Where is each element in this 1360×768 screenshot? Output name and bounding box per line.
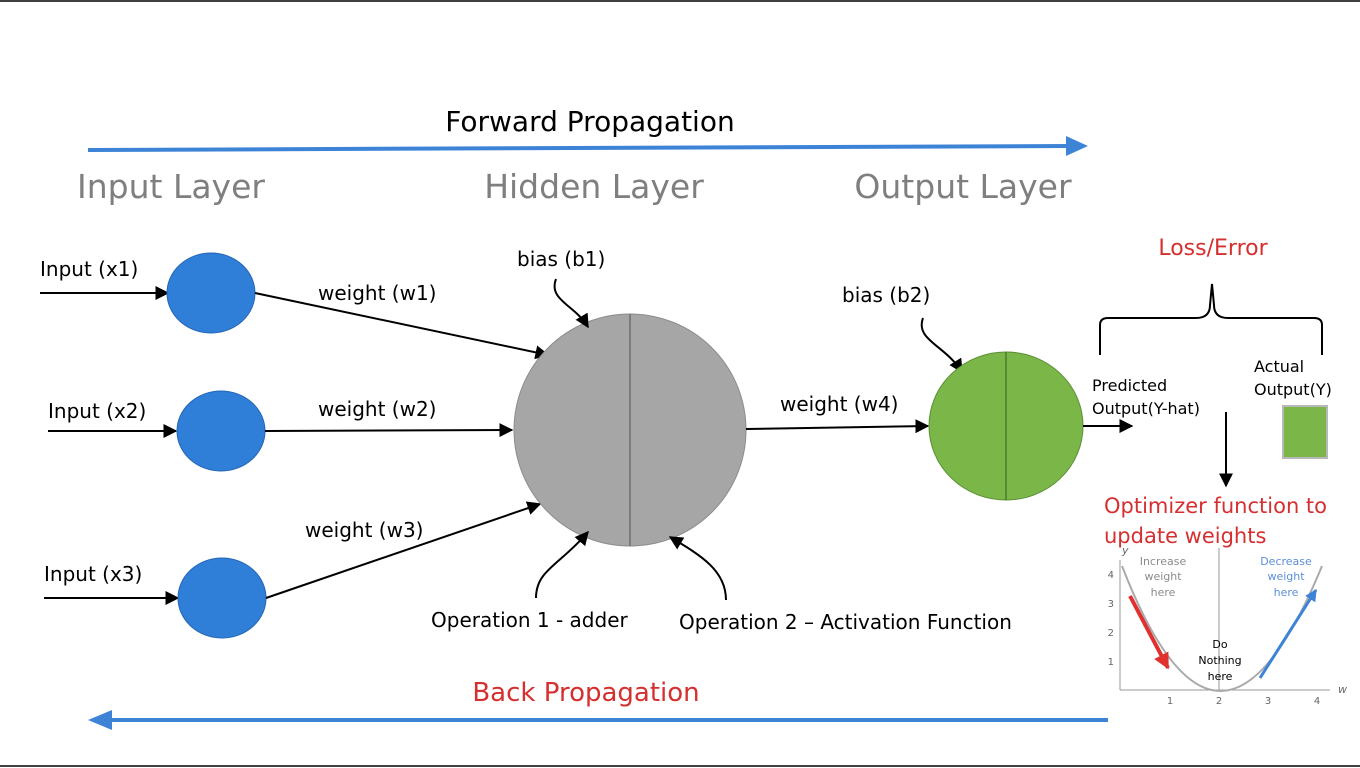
decrease-line2: weight — [1267, 570, 1305, 583]
increase-line3: here — [1151, 586, 1176, 599]
actual-output-box — [1282, 405, 1328, 459]
y-axis-label: y — [1121, 544, 1129, 557]
operation-activation-label: Operation 2 – Activation Function — [679, 610, 1012, 634]
actual-output-line2: Output(Y) — [1254, 380, 1332, 399]
x-tick-3: 3 — [1265, 696, 1271, 707]
weight-w4-label: weight (w4) — [780, 392, 898, 416]
hidden-layer-title: Hidden Layer — [484, 167, 704, 206]
x-tick-2: 2 — [1216, 696, 1222, 707]
weight-w2-arrow — [264, 423, 514, 438]
forward-arrow-shaft — [87, 144, 1069, 152]
predicted-output-line1: Predicted — [1092, 376, 1167, 395]
bias-b2-label: bias (b2) — [842, 283, 930, 307]
actual-output-line1: Actual — [1254, 357, 1304, 376]
increase-weight-arrow — [1128, 595, 1170, 670]
input-layer-title: Input Layer — [77, 167, 265, 206]
operation-adder-arrow — [535, 530, 589, 599]
nothing-line1: Do — [1212, 638, 1227, 651]
decrease-line1: Decrease — [1260, 555, 1312, 568]
nothing-line2: Nothing — [1198, 654, 1241, 667]
bias-b1-arrow — [553, 278, 589, 329]
y-tick-4: 4 — [1108, 570, 1114, 581]
decrease-weight-arrow — [1258, 588, 1318, 679]
back-propagation-label: Back Propagation — [472, 678, 699, 708]
loss-error-label: Loss/Error — [1158, 236, 1268, 261]
input-x3-label: Input (x3) — [44, 562, 142, 586]
weight-w1-arrow — [254, 292, 550, 360]
input-node-x3 — [177, 557, 267, 639]
bias-b2-arrow — [920, 317, 963, 374]
x-axis-label: w — [1338, 683, 1347, 696]
bias-b1-label: bias (b1) — [517, 247, 605, 271]
predicted-output-line2: Output(Y-hat) — [1092, 399, 1200, 418]
weight-w3-arrow — [265, 501, 542, 599]
output-layer-title: Output Layer — [854, 167, 1072, 206]
y-tick-3: 3 — [1108, 599, 1114, 610]
operation-adder-label: Operation 1 - adder — [431, 608, 628, 632]
weight-w3-label: weight (w3) — [305, 518, 423, 542]
nothing-line3: here — [1208, 670, 1233, 683]
operation-activation-arrow — [668, 536, 727, 601]
loss-brace — [1099, 283, 1323, 355]
weight-w1-label: weight (w1) — [318, 281, 436, 305]
weight-w2-label: weight (w2) — [318, 397, 436, 421]
gradient-plot: Increase weight here Decrease weight her… — [1108, 544, 1347, 707]
increase-line2: weight — [1144, 570, 1182, 583]
x-tick-4: 4 — [1314, 696, 1320, 707]
y-tick-2: 2 — [1108, 628, 1114, 639]
input-x2-label: Input (x2) — [48, 399, 146, 423]
input-node-x1 — [166, 252, 256, 334]
x-tick-1: 1 — [1167, 696, 1173, 707]
weight-w4-arrow — [745, 419, 930, 434]
optimizer-line2: update weights — [1104, 524, 1266, 548]
back-arrow-head — [88, 710, 112, 730]
increase-line1: Increase — [1140, 555, 1187, 568]
forward-propagation-label: Forward Propagation — [445, 105, 734, 138]
decrease-line3: here — [1274, 586, 1299, 599]
y-tick-1: 1 — [1108, 657, 1114, 668]
input-x1-label: Input (x1) — [40, 257, 138, 281]
optimizer-line1: Optimizer function to — [1104, 494, 1327, 518]
input-node-x2 — [176, 390, 266, 472]
forward-arrow-head — [1066, 136, 1088, 156]
